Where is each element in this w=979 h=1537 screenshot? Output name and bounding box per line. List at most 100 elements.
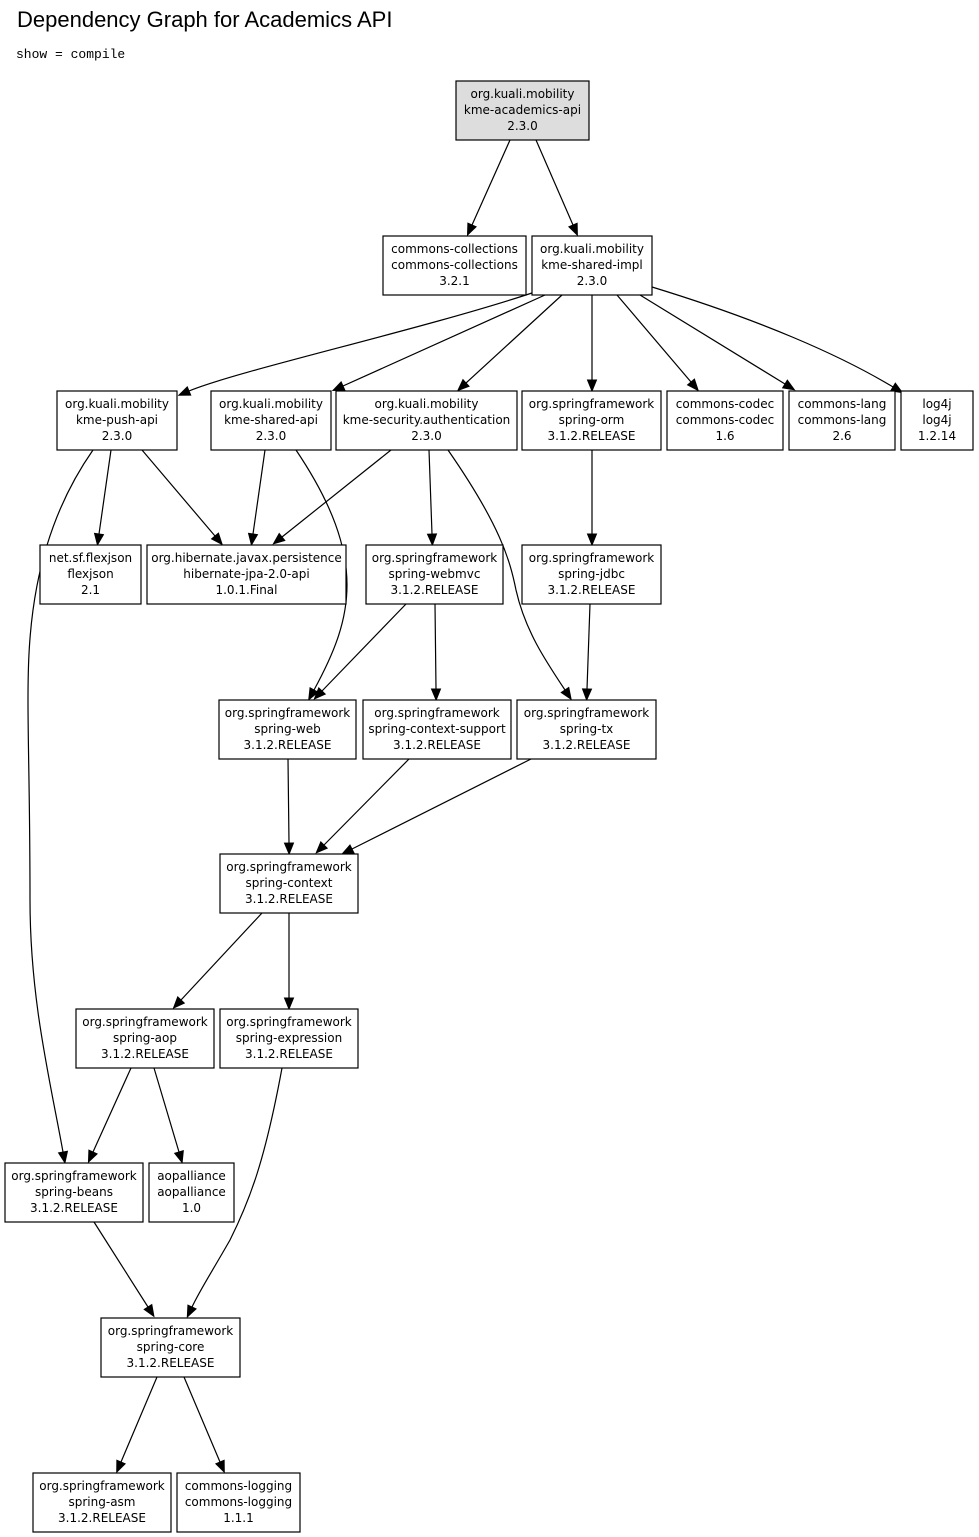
node-version: 1.0 bbox=[182, 1201, 201, 1215]
node-version: 2.6 bbox=[832, 429, 851, 443]
node-spring-tx: org.springframeworkspring-tx3.1.2.RELEAS… bbox=[516, 699, 657, 760]
node-artifact-id: spring-jdbc bbox=[558, 567, 625, 581]
arrowhead-security-auth-to-spring-webmvc bbox=[426, 533, 438, 547]
node-spring-context: org.springframeworkspring-context3.1.2.R… bbox=[219, 853, 359, 914]
node-group-id: org.springframework bbox=[372, 551, 498, 565]
arrowhead-security-auth-to-spring-tx bbox=[560, 686, 572, 701]
node-artifact-id: spring-webmvc bbox=[389, 567, 481, 581]
node-version: 3.1.2.RELEASE bbox=[58, 1511, 146, 1525]
arrowhead-security-auth-to-hibernate-jpa bbox=[272, 532, 286, 545]
node-box-spring-web bbox=[218, 699, 357, 760]
node-version: 1.2.14 bbox=[918, 429, 956, 443]
node-version: 3.1.2.RELEASE bbox=[548, 583, 636, 597]
node-artifact-id: kme-shared-api bbox=[224, 413, 318, 427]
node-artifact-id: spring-beans bbox=[35, 1185, 113, 1199]
node-spring-beans: org.springframeworkspring-beans3.1.2.REL… bbox=[4, 1162, 144, 1223]
node-version: 3.1.2.RELEASE bbox=[391, 583, 479, 597]
node-group-id: org.springframework bbox=[108, 1324, 234, 1338]
node-artifact-id: aopalliance bbox=[157, 1185, 226, 1199]
arrowhead-spring-orm-to-spring-jdbc bbox=[586, 533, 598, 547]
node-version: 2.3.0 bbox=[102, 429, 133, 443]
node-version: 3.1.2.RELEASE bbox=[548, 429, 636, 443]
edge-spring-webmvc-to-spring-context-support bbox=[434, 603, 437, 690]
arrowhead-shared-impl-to-shared-api bbox=[331, 381, 346, 392]
node-box-spring-tx bbox=[516, 699, 657, 760]
node-version: 1.1.1 bbox=[223, 1511, 254, 1525]
node-artifact-id: kme-security.authentication bbox=[343, 413, 511, 427]
node-box-spring-expression bbox=[219, 1008, 359, 1069]
node-version: 3.2.1 bbox=[439, 274, 470, 288]
edge-academics-api-to-commons-collections bbox=[471, 139, 511, 226]
node-artifact-id: kme-academics-api bbox=[464, 103, 581, 117]
node-group-id: org.kuali.mobility bbox=[65, 397, 169, 411]
node-group-id: org.springframework bbox=[529, 397, 655, 411]
node-artifact-id: commons-logging bbox=[185, 1495, 292, 1509]
node-group-id: org.springframework bbox=[225, 706, 351, 720]
arrowhead-spring-core-to-spring-asm bbox=[116, 1459, 127, 1474]
arrowhead-spring-web-to-spring-context bbox=[283, 842, 295, 856]
edge-spring-jdbc-to-spring-tx bbox=[586, 603, 591, 690]
edge-shared-impl-to-shared-api bbox=[342, 294, 546, 387]
node-box-spring-context bbox=[219, 853, 359, 914]
node-box-push-api bbox=[56, 390, 178, 451]
edge-shared-impl-to-security-auth bbox=[465, 294, 563, 384]
node-artifact-id: spring-orm bbox=[559, 413, 625, 427]
arrowhead-spring-beans-to-spring-core bbox=[143, 1303, 155, 1318]
node-artifact-id: spring-core bbox=[137, 1340, 205, 1354]
node-artifact-id: spring-tx bbox=[560, 722, 614, 736]
node-box-spring-orm bbox=[521, 390, 662, 451]
node-box-hibernate-jpa bbox=[146, 544, 347, 605]
node-box-spring-aop bbox=[75, 1008, 215, 1069]
node-version: 3.1.2.RELEASE bbox=[245, 1047, 333, 1061]
node-artifact-id: commons-lang bbox=[798, 413, 887, 427]
node-group-id: org.springframework bbox=[374, 706, 500, 720]
edge-push-api-to-hibernate-jpa bbox=[141, 449, 216, 537]
node-group-id: org.springframework bbox=[524, 706, 650, 720]
arrowhead-spring-context-to-spring-expression bbox=[283, 997, 295, 1011]
node-hibernate-jpa: org.hibernate.javax.persistence hibernate… bbox=[146, 544, 347, 605]
arrowhead-shared-impl-to-log4j bbox=[889, 382, 904, 394]
node-version: 2.3.0 bbox=[256, 429, 287, 443]
edge-security-auth-to-spring-tx bbox=[447, 449, 566, 691]
page-title: Dependency Graph for Academics API bbox=[17, 7, 393, 32]
arrowhead-spring-aop-to-spring-beans bbox=[87, 1149, 98, 1164]
edge-spring-web-to-spring-context bbox=[287, 758, 290, 844]
node-box-commons-collections bbox=[382, 235, 527, 296]
node-artifact-id: flexjson bbox=[67, 567, 113, 581]
node-group-id: org.kuali.mobility bbox=[471, 87, 575, 101]
edge-push-api-to-spring-beans bbox=[27, 449, 94, 1153]
node-box-spring-webmvc bbox=[365, 544, 504, 605]
node-box-aopalliance bbox=[148, 1162, 235, 1223]
scope-filter-label: show = compile bbox=[16, 47, 126, 62]
node-group-id: commons-codec bbox=[676, 397, 774, 411]
node-spring-orm: org.springframework spring-orm 3.1.2.RELEA… bbox=[521, 390, 662, 451]
edge-security-auth-to-spring-webmvc bbox=[428, 449, 433, 535]
arrowhead-spring-tx-to-spring-context bbox=[340, 844, 355, 855]
node-group-id: org.hibernate.javax.persistence bbox=[151, 551, 342, 565]
arrowhead-academics-api-to-commons-collections bbox=[466, 222, 477, 237]
node-group-id: org.springframework bbox=[39, 1479, 165, 1493]
edge-spring-webmvc-to-spring-web bbox=[321, 603, 407, 692]
node-group-id: org.kuali.mobility bbox=[219, 397, 323, 411]
node-box-commons-lang bbox=[788, 390, 896, 451]
node-security-auth: org.kuali.mobility kme-security.authentic… bbox=[335, 390, 518, 451]
node-box-flexjson bbox=[39, 544, 142, 605]
node-artifact-id: spring-context bbox=[246, 876, 333, 890]
node-version: 3.1.2.RELEASE bbox=[30, 1201, 118, 1215]
node-box-spring-asm bbox=[32, 1472, 172, 1533]
node-artifact-id: hibernate-jpa-2.0-api bbox=[183, 567, 309, 581]
node-spring-aop: org.springframeworkspring-aop3.1.2.RELEA… bbox=[75, 1008, 215, 1069]
node-version: 3.1.2.RELEASE bbox=[393, 738, 481, 752]
node-group-id: org.kuali.mobility bbox=[375, 397, 479, 411]
edge-spring-aop-to-spring-beans bbox=[92, 1067, 132, 1153]
node-artifact-id: spring-expression bbox=[236, 1031, 342, 1045]
node-group-id: org.springframework bbox=[226, 860, 352, 874]
node-box-spring-beans bbox=[4, 1162, 144, 1223]
edge-spring-expression-to-spring-core bbox=[191, 1067, 283, 1308]
